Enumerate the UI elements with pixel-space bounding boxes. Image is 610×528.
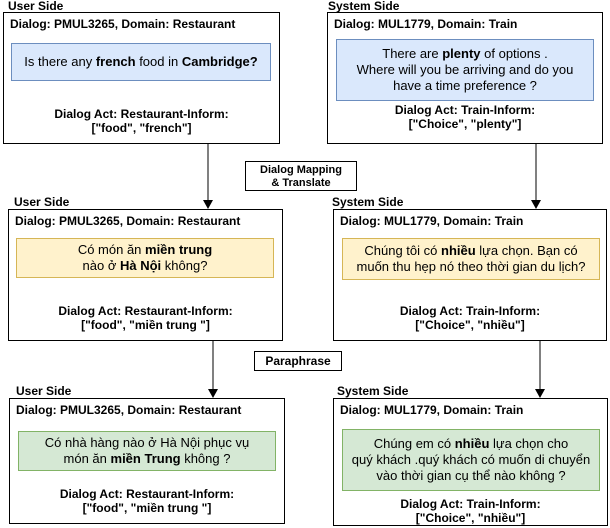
utterance-segment: have a time preference ? [393,78,537,93]
utterance-segment: nào ở [82,258,120,273]
row1-system-dialog-act: Dialog Act: Train-Inform: ["Choice", "pl… [328,103,602,131]
row3-system-panel: Dialog: MUL1779, Domain: Train Chúng em … [333,398,608,526]
row3-user-dialog-act-value: ["food", "miền trung "] [82,501,212,515]
row1-user-panel: Dialog: PMUL3265, Domain: Restaurant Is … [3,12,280,144]
utterance-segment: Is there any [24,54,96,69]
row2-system-side-label: System Side [332,195,404,209]
row2-user-side-label: User Side [14,195,70,209]
utterance-bold-segment: plenty [442,46,481,61]
row2-user-dialog-act-value: ["food", "miền trung "] [81,318,210,332]
utterance-segment: Có nhà hàng nào ở Hà Nội phục vụ [44,435,250,450]
utterance-segment: Có món ăn [77,242,146,257]
utterance-bold-segment: french [95,54,136,69]
utterance-segment: of options . [480,46,548,61]
row2-system-panel: Dialog: MUL1779, Domain: Train Chúng tôi… [333,209,607,341]
row1-system-header: Dialog: MUL1779, Domain: Train [334,17,518,31]
row1-system-dialog-act-label: Dialog Act: Train-Inform: [394,103,536,117]
step1-line2: & Translate [271,177,331,189]
row3-system-dialog-act-label: Dialog Act: Train-Inform: [400,497,541,511]
utterance-segment: lựa chọn. Bạn có [475,243,578,258]
row1-system-utterance: There are plenty of options .Where will … [336,39,594,101]
row1-user-header: Dialog: PMUL3265, Domain: Restaurant [10,17,236,31]
row1-system-dialog-act-type: Train-Inform: [461,103,536,117]
row3-user-dialog-act: Dialog Act: Restaurant-Inform: ["food", … [10,487,284,515]
utterance-bold-segment: miền trung [145,242,213,257]
paraphrase-step: Paraphrase [254,351,342,371]
row2-system-dialog-act-label: Dialog Act: Train-Inform: [399,304,541,318]
utterance-segment: muốn thu hẹp nó theo thời gian du lịch? [356,259,586,274]
row1-system-panel: Dialog: MUL1779, Domain: Train There are… [327,12,603,144]
utterance-text: There are plenty of options .Where will … [357,46,574,94]
step2-label: Paraphrase [265,354,331,368]
row2-user-utterance: Có món ăn miền trung nào ở Hà Nội không? [16,238,274,278]
row1-user-side-label: User Side [8,0,64,13]
row1-user-dialog-act-label: Dialog Act: Restaurant-Inform: [54,107,229,121]
row3-user-side-label: User Side [16,384,72,398]
utterance-text: Is there any french food in Cambridge? [24,54,257,70]
row3-user-panel: Dialog: PMUL3265, Domain: Restaurant Có … [9,398,285,524]
row2-user-dialog-act: Dialog Act: Restaurant-Inform: ["food", … [9,304,282,332]
utterance-text: Có món ăn miền trung nào ở Hà Nội không? [78,242,212,274]
row1-user-dialog-act: Dialog Act: Restaurant-Inform: ["food", … [4,107,279,135]
row3-system-dialog-act-value: ["Choice", "nhiều"] [415,511,526,525]
utterance-segment: Where will you be arriving and do you [356,62,574,77]
utterance-segment: There are [382,46,443,61]
step1-line1: Dialog Mapping [260,164,342,176]
arrow-user-row2-to-row3 [208,341,218,398]
utterance-segment: không ? [180,451,231,466]
row1-system-side-label: System Side [328,0,400,13]
row2-system-dialog-act: Dialog Act: Train-Inform: ["Choice", "nh… [334,304,606,332]
arrow-user-row1-to-row2 [203,144,213,209]
arrow-system-row1-to-row2 [531,144,541,209]
utterance-bold-segment: nhiều [441,243,476,258]
row2-user-dialog-act-label: Dialog Act: Restaurant-Inform: [58,304,233,318]
row2-system-dialog-act-value: ["Choice", "nhiều"] [415,318,525,332]
utterance-segment: Chúng em có [373,436,455,451]
utterance-segment: Chúng tôi có [364,243,441,258]
row3-system-header: Dialog: MUL1779, Domain: Train [340,403,524,417]
row1-user-utterance: Is there any french food in Cambridge? [11,43,271,81]
utterance-segment: không? [161,258,208,273]
row1-user-dialog-act-value: ["food", "french"] [91,121,192,135]
utterance-segment: quý khách .quý khách có muốn di chuyển [351,452,591,467]
utterance-segment: vào thời gian cụ thể nào không ? [376,468,566,483]
row2-user-header: Dialog: PMUL3265, Domain: Restaurant [15,214,241,228]
row2-system-header: Dialog: MUL1779, Domain: Train [340,214,524,228]
dialog-mapping-translate-step: Dialog Mapping & Translate [245,161,357,191]
utterance-bold-segment: nhiều [454,436,490,451]
utterance-segment: food in [135,54,182,69]
arrow-system-row2-to-row3 [535,341,545,398]
utterance-bold-segment: miền Trung [110,451,181,466]
utterance-bold-segment: Hà Nội [120,258,162,273]
row3-user-header: Dialog: PMUL3265, Domain: Restaurant [16,403,242,417]
utterance-segment: món ăn [63,451,111,466]
row3-system-dialog-act: Dialog Act: Train-Inform: ["Choice", "nh… [334,497,607,525]
row1-system-dialog-act-value: ["Choice", "plenty"] [408,117,522,131]
utterance-bold-segment: Cambridge? [181,54,258,69]
row3-user-dialog-act-label: Dialog Act: Restaurant-Inform: [59,487,235,501]
row2-user-panel: Dialog: PMUL3265, Domain: Restaurant Có … [8,209,283,341]
row3-system-side-label: System Side [337,384,409,398]
utterance-segment: lựa chọn cho [489,436,569,451]
